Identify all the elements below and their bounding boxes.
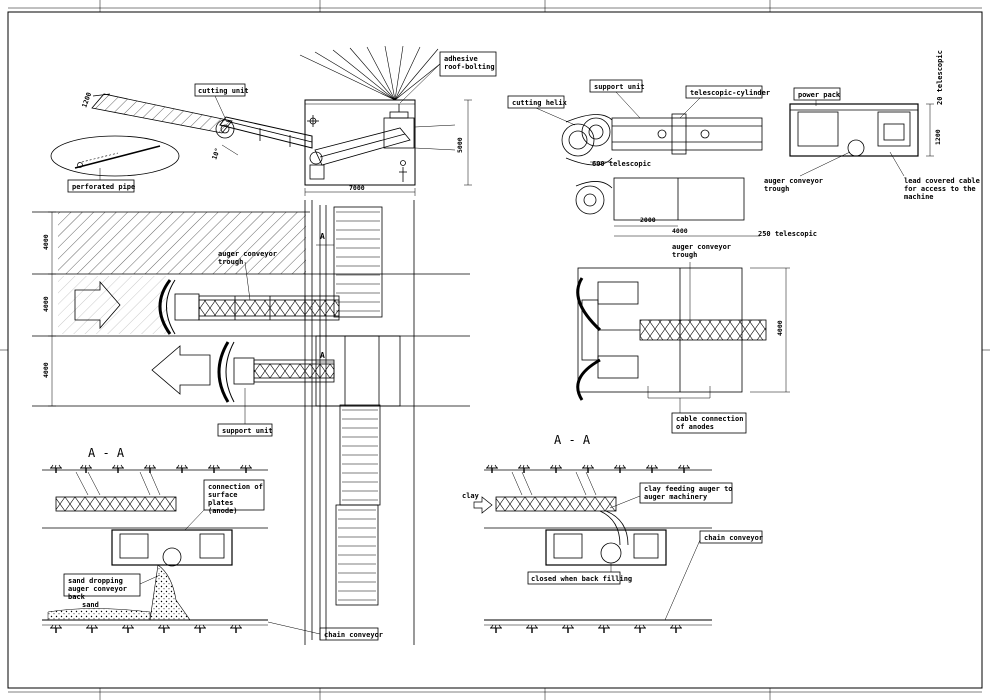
label-support-unit-right: support unit xyxy=(594,83,645,91)
label-20-telescopic: 20 telescopic xyxy=(936,50,944,105)
ground-marks-top-right xyxy=(485,464,691,474)
dim-4000-vert: 4000 xyxy=(776,320,784,336)
ground-marks-bottom-left xyxy=(49,624,243,634)
dim-4000-c: 4000 xyxy=(42,362,50,378)
side-elevation-view: 1200 10° adhesive roof-bolting cutting u… xyxy=(80,45,497,196)
label-adhesive-roof-bolting: adhesive roof-bolting xyxy=(444,55,495,71)
machine-elevation-right: 2000 4000 600 telescopic 250 telescopic … xyxy=(507,50,984,238)
dim-4000-b: 4000 xyxy=(42,296,50,312)
label-perforated-pipe: perforated pipe xyxy=(72,183,135,191)
central-chain-conveyor-plan xyxy=(304,200,415,645)
plan-view: 4000 4000 4000 xyxy=(32,200,470,645)
machine-plan-right: 4000 auger conveyor trough cable connect… xyxy=(576,243,790,434)
perforated-pipe-detail: perforated pipe xyxy=(50,135,180,193)
label-cable-connection-anodes: cable connection of anodes xyxy=(676,415,748,431)
title-section-a-a-left: A - A xyxy=(88,446,125,460)
sand-pile xyxy=(149,564,191,621)
dim-4000-right: 4000 xyxy=(672,227,688,235)
label-cutting-unit: cutting unit xyxy=(198,87,249,95)
dim-7000: 7000 xyxy=(349,184,365,192)
advance-arrow-right xyxy=(74,280,121,330)
auger-screw-left xyxy=(55,496,177,512)
label-telescopic-cylinder: telescopic-cylinder xyxy=(690,89,770,97)
section-mark-a-upper: A xyxy=(320,232,325,241)
conveyor-rungs-top xyxy=(336,211,380,312)
title-section-a-a-right: A - A xyxy=(554,433,591,447)
label-250-telescopic: 250 telescopic xyxy=(758,230,817,238)
label-closed-back-filling: closed when back filling xyxy=(531,575,632,583)
machine-side-body xyxy=(307,104,415,182)
dim-1200-right: 1200 xyxy=(934,129,942,145)
ground-marks-bottom-right xyxy=(489,624,683,634)
label-clay-feeding: clay feeding auger to auger machinery xyxy=(644,485,737,501)
label-auger-trough-left: auger conveyor trough xyxy=(218,250,281,266)
dim-5000: 5000 xyxy=(456,137,464,153)
advance-arrow-left xyxy=(151,345,211,395)
label-box-cutting-unit xyxy=(194,83,246,97)
label-clay: clay xyxy=(462,492,480,500)
dim-4000-a: 4000 xyxy=(42,234,50,250)
roof-bolts-fan xyxy=(299,45,456,101)
label-support-unit-left: support unit xyxy=(222,427,273,435)
conveyor-rungs-bottom xyxy=(338,409,378,601)
dim-1200-boom: 1200 xyxy=(80,91,93,109)
label-sand: sand xyxy=(82,601,99,609)
inclined-cutting-boom xyxy=(91,93,313,149)
label-chain-conveyor-left: chain conveyor xyxy=(324,631,383,639)
lower-cutting-head xyxy=(217,341,335,403)
dim-2000: 2000 xyxy=(640,216,656,224)
label-auger-trough-right-top: auger conveyor trough xyxy=(764,177,827,193)
dim-10-degree: 10° xyxy=(210,147,222,161)
label-power-pack: power pack xyxy=(798,91,841,99)
label-auger-trough-right-mid: auger conveyor trough xyxy=(672,243,735,259)
label-cutting-helix: cutting helix xyxy=(512,99,568,107)
ground-marks-top-left xyxy=(49,464,253,474)
label-600-telescopic: 600 telescopic xyxy=(592,160,651,168)
section-a-a-right: A - A clay clay feeding auger to auger m… xyxy=(462,433,763,634)
upper-cutting-head xyxy=(158,279,340,335)
section-mark-a-lower: A xyxy=(320,351,325,360)
label-chain-conveyor-right: chain conveyor xyxy=(704,534,763,542)
